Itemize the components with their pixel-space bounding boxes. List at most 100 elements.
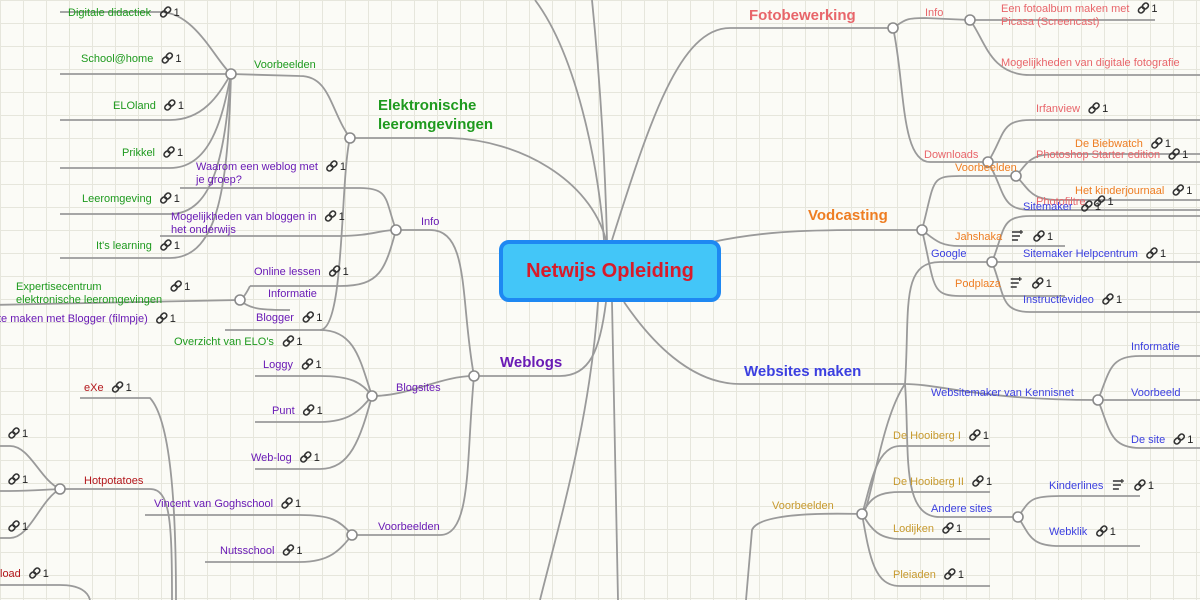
branch-joint[interactable]	[986, 256, 998, 268]
link-icon[interactable]	[1168, 148, 1180, 160]
branch-joint[interactable]	[1012, 511, 1024, 523]
link-icon[interactable]	[1172, 184, 1185, 196]
topic-blogsites[interactable]: Blogsites	[396, 382, 441, 394]
topic-r2[interactable]: 1	[0, 0, 28, 486]
topic-downloads[interactable]: Downloads	[924, 149, 979, 161]
topic-elo-voorb[interactable]: Voorbeelden	[254, 59, 316, 71]
branch-joint[interactable]	[1092, 394, 1104, 406]
link-icon[interactable]	[302, 311, 315, 323]
link-icon[interactable]	[972, 475, 984, 487]
link-icon[interactable]	[111, 381, 124, 393]
link-icon[interactable]	[1137, 2, 1150, 14]
link-icon[interactable]	[326, 160, 338, 172]
link-icon[interactable]	[170, 280, 182, 292]
link-icon[interactable]	[1173, 433, 1186, 445]
branch-joint[interactable]	[1010, 170, 1022, 182]
link-icon[interactable]	[159, 192, 172, 204]
branch-joint[interactable]	[54, 483, 66, 495]
topic-andere[interactable]: Andere sites	[931, 503, 993, 515]
link-icon[interactable]	[1081, 200, 1093, 212]
topic-wl-info[interactable]: Info	[421, 216, 439, 228]
link-icon[interactable]	[159, 6, 172, 18]
link-icon[interactable]	[1146, 247, 1158, 259]
link-icon[interactable]	[282, 544, 295, 556]
link-icon[interactable]	[1151, 137, 1163, 149]
topic-vod-voorb[interactable]: Voorbeelden	[955, 162, 1017, 174]
topic-r1[interactable]: 1	[0, 0, 28, 440]
branch-joint[interactable]	[346, 529, 358, 541]
topic-hotpot[interactable]: Hotpotatoes	[84, 475, 144, 487]
link-icon[interactable]	[160, 239, 172, 251]
central-topic[interactable]: Netwijs Opleiding	[499, 240, 721, 302]
topic-vod[interactable]: Vodcasting	[808, 207, 888, 224]
branch-joint[interactable]	[982, 156, 994, 168]
topic-g-voorb[interactable]: Voorbeelden	[772, 500, 834, 512]
branch-joint[interactable]	[916, 224, 928, 236]
link-icon[interactable]	[163, 146, 175, 158]
branch-joint[interactable]	[234, 294, 246, 306]
link-icon[interactable]	[164, 99, 176, 111]
link-icon[interactable]	[29, 567, 41, 579]
link-icon[interactable]	[1033, 230, 1045, 242]
branch-joint[interactable]	[887, 22, 899, 34]
link-icon[interactable]	[944, 568, 956, 580]
topic-wl-voorb[interactable]: Voorbeelden	[378, 521, 440, 533]
topic-filmpje[interactable]: te maken met Blogger (filmpje)1	[0, 312, 176, 325]
link-icon[interactable]	[324, 210, 337, 222]
branch-joint[interactable]	[390, 224, 402, 236]
link-icon[interactable]	[328, 265, 341, 277]
link-icon[interactable]	[1102, 293, 1114, 305]
link-icon[interactable]	[969, 429, 981, 441]
branch-joint[interactable]	[225, 68, 237, 80]
link-icon[interactable]	[299, 451, 312, 463]
topic-foto-info[interactable]: Info	[925, 7, 943, 19]
topic-r3[interactable]: 1	[0, 0, 28, 533]
topic-k-info[interactable]: Informatie	[1131, 341, 1180, 353]
topic-web[interactable]: Websites maken	[744, 363, 861, 380]
link-icon[interactable]	[301, 358, 314, 370]
link-icon[interactable]	[161, 52, 174, 64]
topic-k-voorb[interactable]: Voorbeeld	[1131, 387, 1181, 399]
link-icon[interactable]	[1088, 102, 1100, 114]
link-icon[interactable]	[942, 522, 954, 534]
branch-joint[interactable]	[468, 370, 480, 382]
branch-joint[interactable]	[856, 508, 868, 520]
topic-google[interactable]: Google	[931, 248, 966, 260]
topic-foto[interactable]: Fotobewerking	[749, 7, 856, 24]
note-icon[interactable]	[1112, 479, 1124, 490]
topic-kennisnet[interactable]: Websitemaker van Kennisnet	[931, 387, 1074, 399]
link-icon[interactable]	[1031, 277, 1044, 289]
branch-joint[interactable]	[344, 132, 356, 144]
branch-joint[interactable]	[964, 14, 976, 26]
